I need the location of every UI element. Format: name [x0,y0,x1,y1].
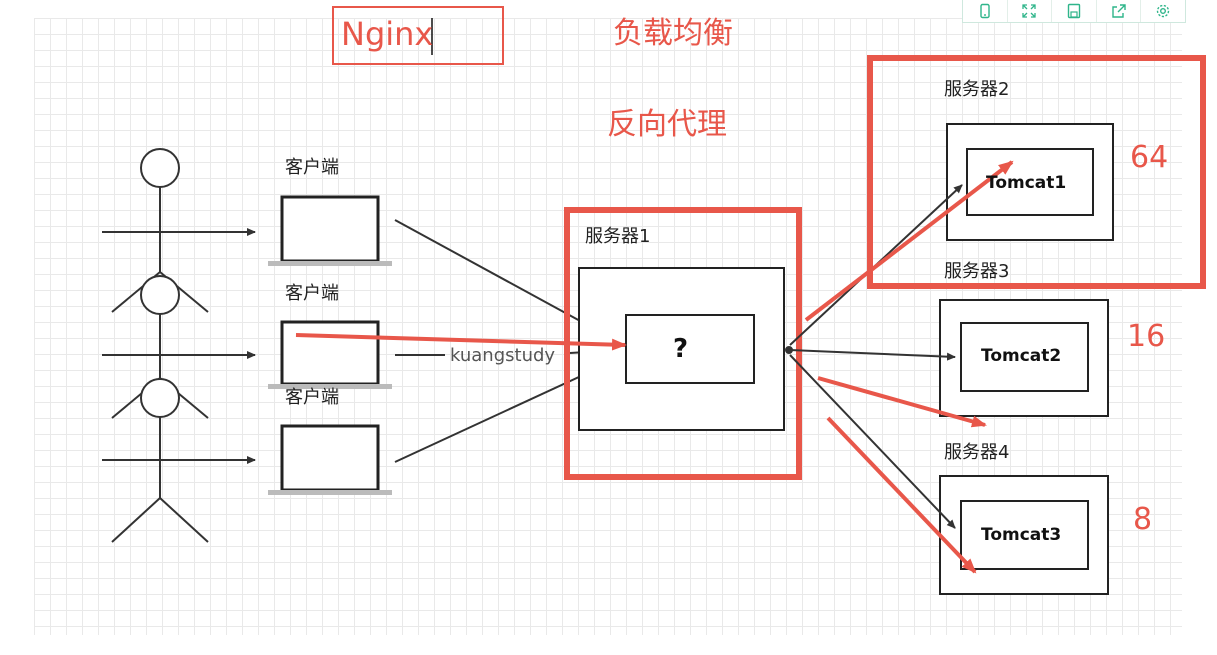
load-balance-heading: 负载均衡 [613,16,733,51]
proxy-placeholder-text: ? [673,334,689,364]
server4-weight: 8 [1133,502,1153,537]
phone-icon [980,3,990,19]
save-button[interactable] [1052,0,1097,22]
proxy-box [625,314,755,384]
client-laptop-3 [268,424,392,495]
watermark-text: kuangstudy [450,345,556,366]
upstream-connections [785,184,963,529]
server1-label: 服务器1 [585,226,651,247]
server2-weight: 64 [1130,140,1169,175]
client-laptop-2 [268,320,392,389]
server4-label: 服务器4 [944,442,1010,463]
save-icon [1067,3,1081,19]
tomcat1-label: Tomcat1 [986,173,1067,193]
gear-icon [1156,4,1170,18]
fullscreen-button[interactable] [1008,0,1053,22]
tomcat2-box [960,322,1089,392]
tomcat2-label: Tomcat2 [981,346,1062,366]
share-icon [1111,4,1126,18]
tomcat3-box [960,500,1089,570]
server2-label: 服务器2 [944,79,1010,100]
diagram-toolbar [962,0,1186,23]
settings-button[interactable] [1141,0,1185,22]
client-laptop-1 [268,195,392,266]
share-button[interactable] [1097,0,1142,22]
server3-weight: 16 [1127,319,1166,354]
nginx-title: Nginx [341,15,434,53]
client-label: 客户端 [285,283,339,304]
client-label: 客户端 [285,157,339,178]
server2-highlight [867,55,1206,289]
nginx-title-box [332,6,504,65]
reverse-proxy-heading: 反向代理 [607,107,727,142]
request-flow-arrows [295,160,1014,574]
tomcat3-label: Tomcat3 [981,525,1062,545]
phone-view-button[interactable] [963,0,1008,22]
client-label: 客户端 [285,387,339,408]
user-figure-3 [102,378,256,543]
server3-label: 服务器3 [944,261,1010,282]
fullscreen-icon [1022,4,1037,18]
